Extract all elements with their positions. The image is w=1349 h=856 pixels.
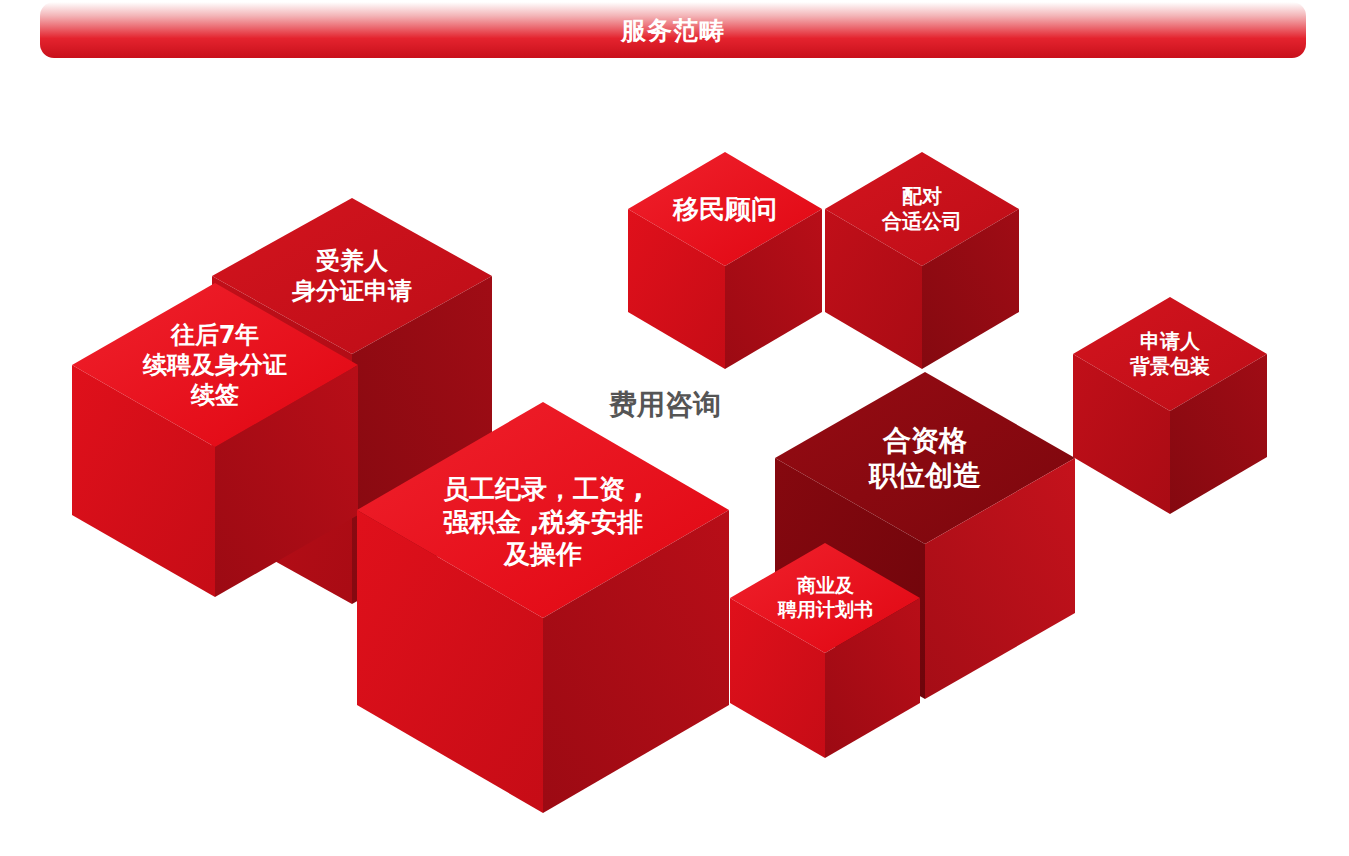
cube-label: 商业及 聘用计划书 [778, 574, 873, 622]
cube-label-box: 合资格 职位创造 [869, 423, 981, 493]
cube-face-left [628, 209, 725, 369]
cube-shape [357, 402, 729, 813]
service-cube: 申请人 背景包装 [1073, 297, 1267, 514]
service-cube: 移民顾问 [628, 152, 822, 369]
cube-label: 受养人 身分证申请 [292, 246, 412, 306]
cube-label: 移民顾问 [673, 193, 777, 226]
service-cube: 员工纪录，工资 , 强积金 ,税务安排 及操作 [357, 402, 729, 813]
cube-label-box: 申请人 背景包装 [1130, 329, 1210, 379]
cube-label-box: 受养人 身分证申请 [292, 246, 412, 306]
cube-label-box: 往后7年 续聘及身分证 续签 [143, 320, 287, 410]
floating-label: 费用咨询 [609, 386, 721, 424]
cube-label: 申请人 背景包装 [1130, 329, 1210, 379]
cube-face-left [730, 598, 825, 758]
cube-face-right [725, 209, 822, 369]
cube-label: 配对 合适公司 [882, 184, 962, 234]
cube-label: 合资格 职位创造 [869, 423, 981, 493]
title-bar: 服务范畴 [40, 2, 1306, 58]
service-cube: 配对 合适公司 [825, 152, 1019, 369]
cube-label-box: 商业及 聘用计划书 [778, 574, 873, 622]
service-cube: 往后7年 续聘及身分证 续签 [72, 283, 358, 597]
title-text: 服务范畴 [621, 14, 725, 47]
cube-face-right [825, 598, 920, 758]
cube-label: 往后7年 续聘及身分证 续签 [143, 320, 287, 410]
cube-face-right [925, 458, 1075, 699]
service-cube: 商业及 聘用计划书 [730, 543, 920, 758]
cube-label-box: 移民顾问 [673, 193, 777, 226]
cube-shape [628, 152, 822, 369]
cube-label: 员工纪录，工资 , 强积金 ,税务安排 及操作 [432, 473, 654, 571]
cube-label-box: 配对 合适公司 [882, 184, 962, 234]
cube-label-box: 员工纪录，工资 , 强积金 ,税务安排 及操作 [432, 473, 654, 571]
